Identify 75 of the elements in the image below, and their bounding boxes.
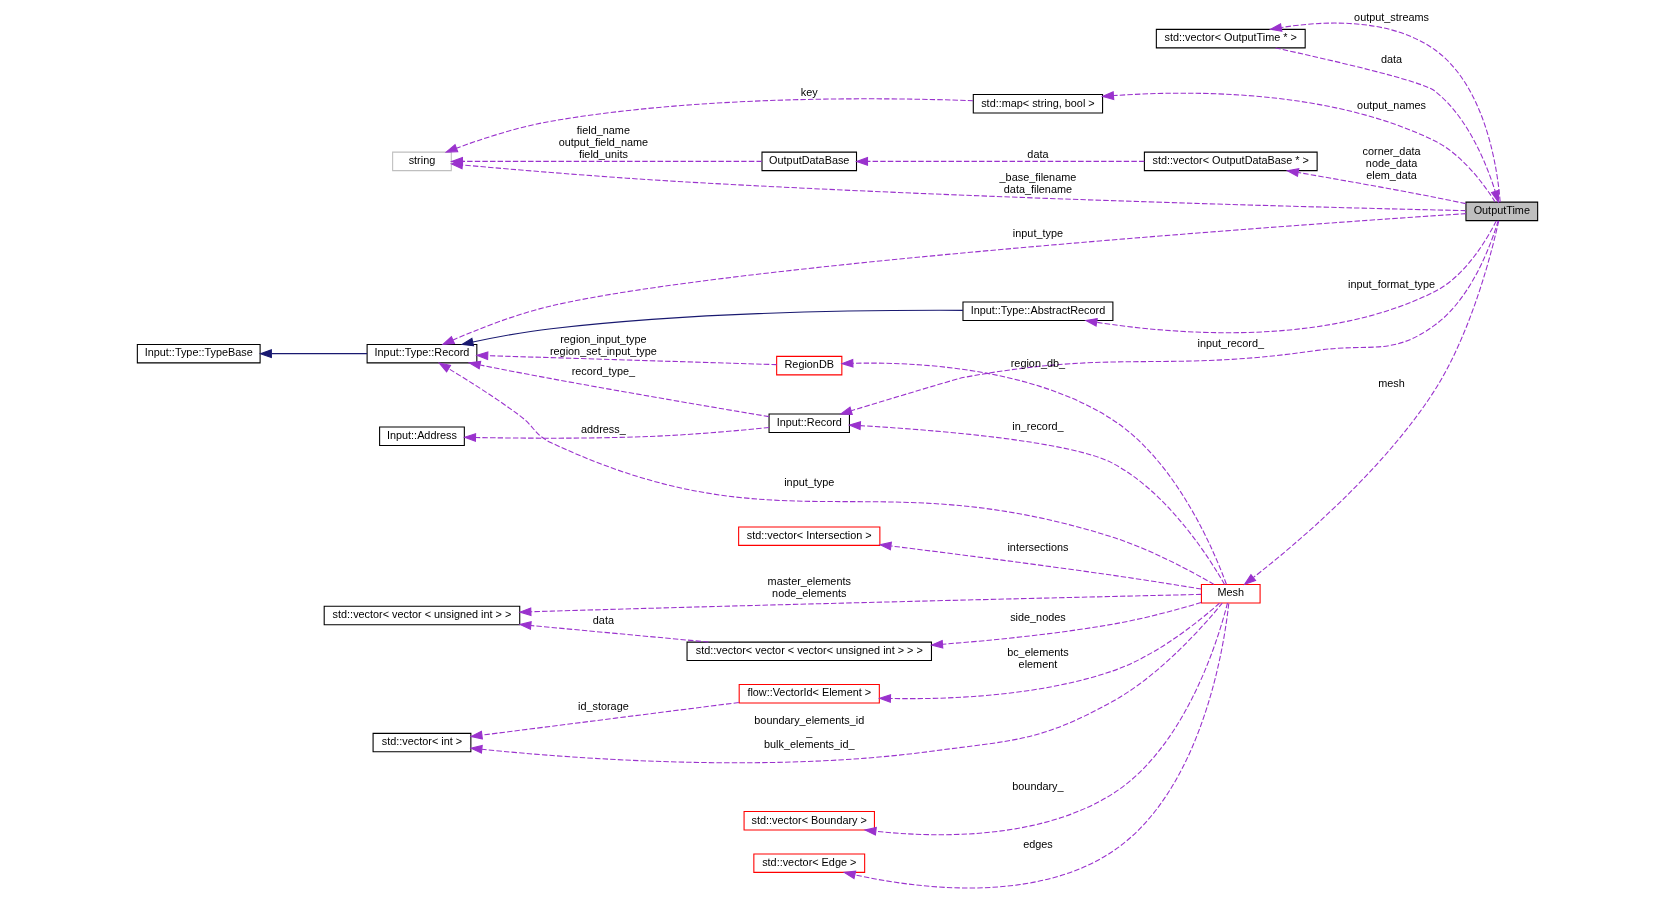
arrow <box>842 602 1230 889</box>
edge-label: output_names <box>1357 99 1426 112</box>
node-box: std::vector< Boundary > <box>743 811 875 831</box>
edge-label: input_type <box>784 476 835 489</box>
edge-label: input_type <box>1012 227 1063 240</box>
edge-label: intersections <box>1007 541 1069 554</box>
arrow <box>839 220 1499 415</box>
arrow <box>1084 220 1497 334</box>
edge-label: input_record_ <box>1197 337 1264 350</box>
arrow <box>1100 91 1496 203</box>
node-box: RegionDB <box>776 355 843 376</box>
arrow <box>518 593 1202 617</box>
arrow <box>1243 220 1500 586</box>
edge-label: master_elements node_elements <box>767 575 851 600</box>
edge-label: region_db_ <box>1010 356 1066 369</box>
arrow <box>460 309 964 347</box>
node-box: string <box>392 151 452 172</box>
edge-label: record_type_ <box>571 365 636 378</box>
arrow <box>930 602 1202 649</box>
arrow <box>840 358 1227 585</box>
arrow <box>441 213 1467 346</box>
node-box: Input::Type::Record <box>366 343 478 364</box>
arrow <box>469 701 740 740</box>
edge-label: boundary_ <box>1012 780 1064 793</box>
node-box: std::vector< int > <box>372 732 472 753</box>
edge-label: bc_elements element <box>1007 645 1069 670</box>
node-box: std::vector< vector < unsigned int > > <box>323 605 521 626</box>
node-box: Input::Type::TypeBase <box>136 343 261 364</box>
edge-label: side_nodes <box>1010 610 1066 623</box>
edge-label: boundary_elements_id _ bulk_elements_id_ <box>754 714 865 751</box>
node-box: std::map< string, bool > <box>972 94 1104 114</box>
edge-label: mesh <box>1378 377 1405 390</box>
edge-label: output_streams <box>1354 11 1429 24</box>
arrow <box>444 98 974 153</box>
node-box: Mesh <box>1200 583 1261 604</box>
arrow <box>518 621 710 643</box>
node-box: std::vector< Edge > <box>753 853 866 873</box>
node-box: flow::VectorId< Element > <box>738 683 880 704</box>
arrow <box>475 351 778 366</box>
node-box: Input::Address <box>379 426 465 446</box>
edge-label: edges <box>1023 837 1053 850</box>
edge-label: region_input_type region_set_input_type <box>549 332 657 357</box>
arrow <box>467 360 770 418</box>
arrow <box>863 602 1229 836</box>
arrow <box>877 602 1220 704</box>
edge-label: field_name output_field_name field_units <box>558 124 649 161</box>
node-box: std::vector< Intersection > <box>738 526 881 546</box>
arrow <box>258 349 368 359</box>
arrow <box>449 156 763 166</box>
edge-label: data <box>1380 52 1403 65</box>
arrow <box>878 541 1202 590</box>
edge-label: _base_filename data_filename <box>999 170 1077 195</box>
arrow <box>847 421 1226 586</box>
edge-label: data <box>592 614 614 627</box>
arrow <box>855 156 1145 166</box>
node-box: Input::Record <box>768 413 850 433</box>
edge-label: key <box>800 86 818 99</box>
arrow <box>463 426 770 443</box>
arrow <box>1285 168 1467 205</box>
node-box: Input::Type::AbstractRecord <box>962 301 1114 322</box>
arrow <box>1268 22 1501 203</box>
node-box: OutputDataBase <box>761 151 858 172</box>
edge-label: data <box>1027 148 1049 161</box>
node-box: std::vector< vector < vector< unsigned int > > > <box>686 641 932 662</box>
arrow <box>1275 47 1500 204</box>
node-box: OutputTime <box>1465 201 1539 222</box>
arrow <box>469 602 1223 764</box>
node-box: std::vector< OutputDataBase * > <box>1143 151 1318 172</box>
edge-label: in_record_ <box>1012 419 1064 432</box>
edge-label: id_storage <box>578 699 629 712</box>
node-box: std::vector< OutputTime * > <box>1155 28 1306 49</box>
arrow <box>437 362 1215 585</box>
edge-label: input_format_type <box>1348 278 1436 291</box>
edge-label: corner_data node_data elem_data <box>1362 144 1421 181</box>
edge-label: address_ <box>581 422 626 435</box>
